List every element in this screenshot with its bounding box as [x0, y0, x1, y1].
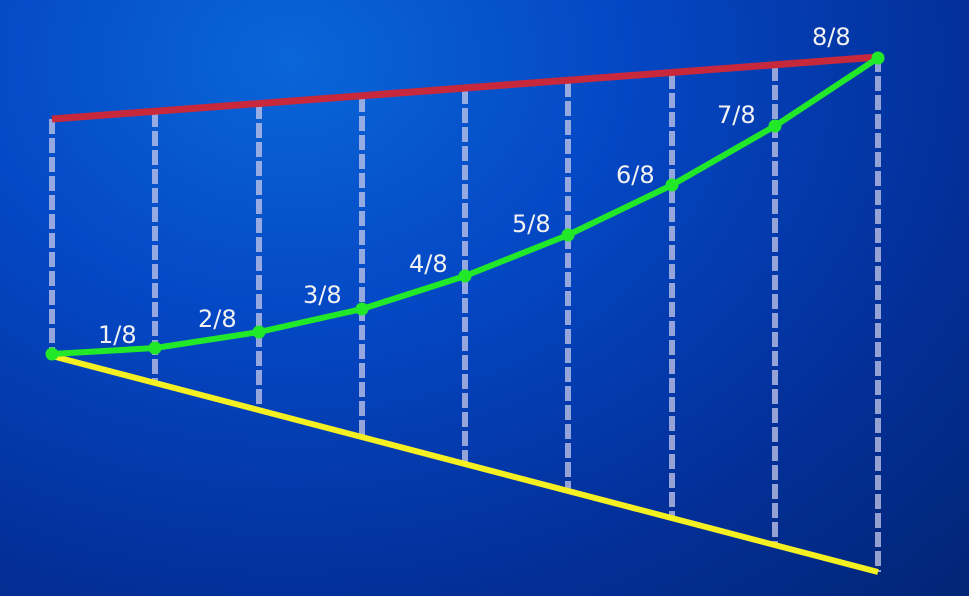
- division-point: [252, 325, 266, 339]
- fraction-label: 3/8: [303, 281, 342, 309]
- top-edge-line: [51, 53, 879, 123]
- fraction-label: 5/8: [512, 210, 551, 238]
- fraction-label: 4/8: [409, 250, 448, 278]
- fraction-label: 2/8: [198, 305, 237, 333]
- division-point: [768, 119, 782, 133]
- division-points: [45, 51, 885, 361]
- division-point: [45, 347, 59, 361]
- division-point: [148, 341, 162, 355]
- fraction-label: 8/8: [812, 23, 851, 51]
- vertical-posts: [49, 57, 881, 572]
- fraction-label: 6/8: [616, 161, 655, 189]
- division-point: [871, 51, 885, 65]
- division-point: [355, 302, 369, 316]
- bottom-edge-line: [51, 353, 879, 575]
- division-point: [665, 178, 679, 192]
- division-point: [458, 269, 472, 283]
- division-point: [561, 228, 575, 242]
- fraction-label: 7/8: [717, 101, 756, 129]
- fraction-labels: 1/8 2/8 3/8 4/8 5/8 6/8 7/8 8/8: [98, 23, 851, 349]
- fraction-label: 1/8: [98, 321, 137, 349]
